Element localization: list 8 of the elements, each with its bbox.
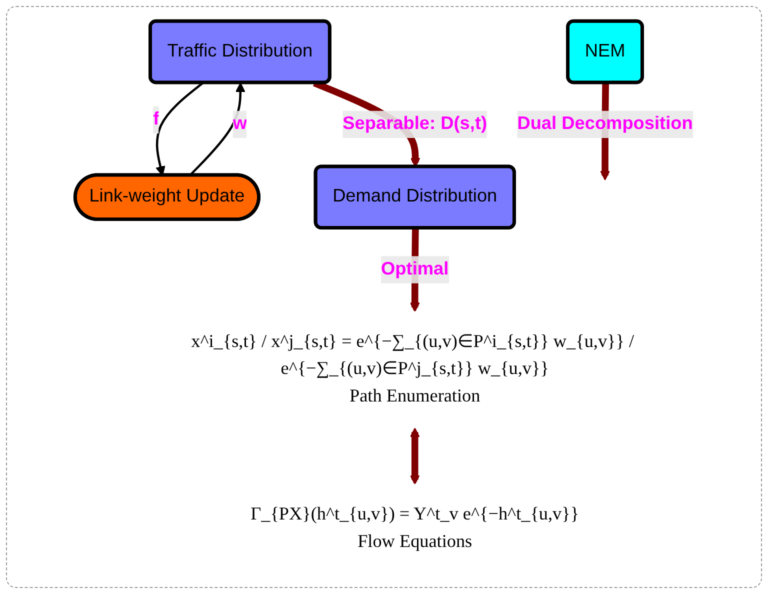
edge-label: Dual Decomposition (517, 114, 693, 134)
edge-label: w (232, 114, 247, 134)
node-text: Γ_{PX}(h^t_{u,v}) = Υ^t_v e^{−h^t_{u,v}} Flow Equations (250, 504, 580, 552)
node-text: x^i_{s,t} / x^j_{s,t} = e^{−∑_{(u,v)∈P^i_{s,t}} w_{u,v}} / e^{−∑_{(u,v)∈P^j_{s,t}} w_{u,v}} Path Enumeration (191, 332, 634, 406)
arrow (410, 428, 420, 485)
edge-label: Optimal (381, 260, 449, 279)
edge-label: f (153, 110, 160, 130)
edge-label: Separable: D(s,t) (342, 114, 488, 134)
